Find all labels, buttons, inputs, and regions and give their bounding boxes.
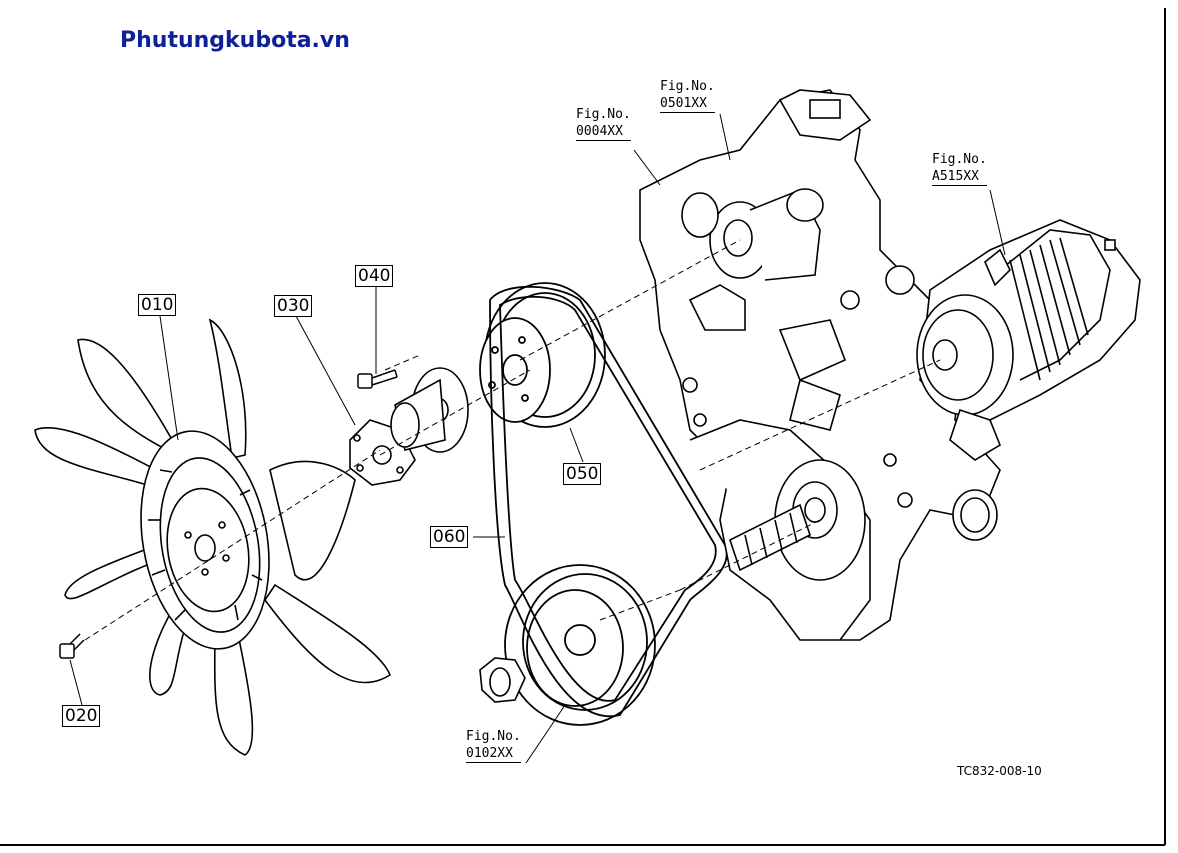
fig-ref-0102xx[interactable]: Fig.No. 0102XX (466, 728, 521, 763)
fig-ref-a515xx[interactable]: Fig.No. A515XX (932, 151, 987, 186)
part-label-030[interactable]: 030 (274, 295, 313, 317)
fig-ref-0004xx[interactable]: Fig.No. 0004XX (576, 106, 631, 141)
bolt-040 (357, 369, 398, 389)
part-label-010[interactable]: 010 (138, 294, 177, 316)
fan-assembly (34, 318, 391, 756)
fig-ref-title: Fig.No. (660, 79, 715, 94)
part-label-040[interactable]: 040 (355, 265, 394, 287)
part-label-020[interactable]: 020 (62, 705, 101, 727)
fig-ref-number: 0004XX (576, 123, 631, 141)
crank-pulley (504, 564, 656, 726)
part-label-050[interactable]: 050 (563, 463, 602, 485)
fig-ref-number: 0102XX (466, 745, 521, 763)
fan-drive-flange (390, 367, 469, 453)
fig-ref-title: Fig.No. (466, 729, 521, 744)
fig-ref-title: Fig.No. (576, 107, 631, 122)
fig-ref-number: 0501XX (660, 95, 715, 113)
fig-ref-number: A515XX (932, 168, 987, 186)
drawing-code: TC832-008-10 (957, 764, 1042, 778)
gear-case (639, 89, 1001, 641)
fig-ref-0501xx[interactable]: Fig.No. 0501XX (660, 78, 715, 113)
leader-lines (69, 113, 1006, 764)
alternator (916, 219, 1141, 461)
part-label-060[interactable]: 060 (430, 526, 469, 548)
fig-ref-title: Fig.No. (932, 152, 987, 167)
site-watermark: Phutungkubota.vn (120, 28, 350, 53)
bolt-020 (59, 633, 85, 659)
centerlines (84, 239, 941, 641)
water-pump-pulley (479, 282, 606, 428)
crank-nut (479, 657, 526, 703)
fan-belt (489, 285, 728, 718)
